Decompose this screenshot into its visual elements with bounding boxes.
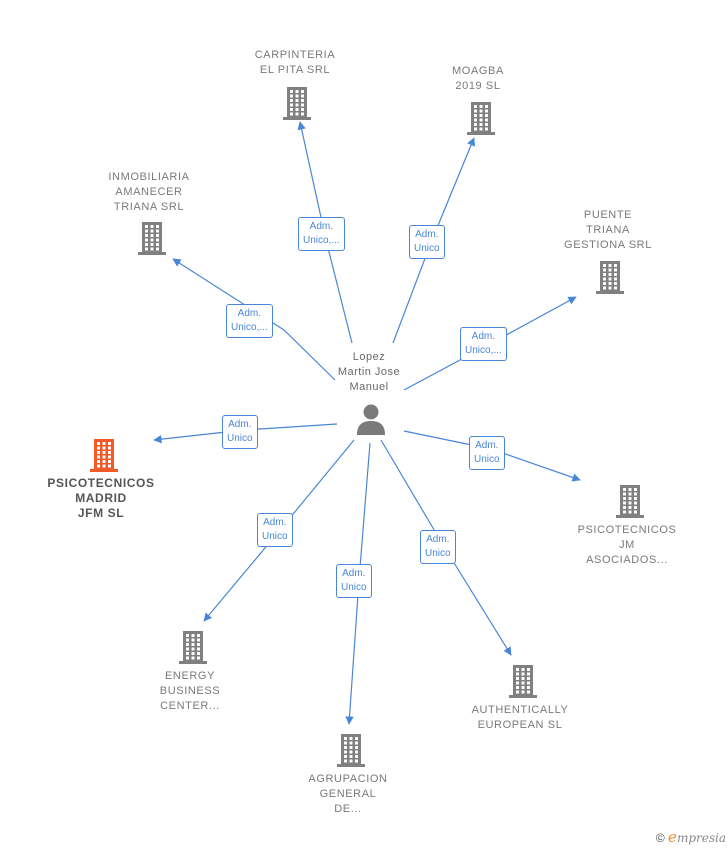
company-name-energy[interactable]: ENERGY BUSINESS CENTER...: [159, 670, 221, 712]
company-name-carpinteria[interactable]: CARPINTERIA EL PITA SRL: [254, 49, 336, 76]
role-label-psico-madrid: Adm. Unico: [222, 415, 258, 449]
person-icon[interactable]: [356, 403, 386, 435]
company-name-puente[interactable]: PUENTE TRIANA GESTIONA SRL: [564, 209, 652, 251]
empresia-logo-text: mpresia: [676, 831, 726, 845]
company-name-inmobiliaria[interactable]: INMOBILIARIA AMANECER TRIANA SRL: [108, 171, 190, 213]
building-icon[interactable]: [281, 86, 313, 120]
building-icon[interactable]: [335, 733, 367, 767]
building-icon[interactable]: [177, 630, 209, 664]
company-name-authentically[interactable]: AUTHENTICALLY EUROPEAN SL: [471, 704, 569, 731]
role-label-moagba: Adm. Unico: [409, 225, 445, 259]
edge-inmobiliaria: [172, 258, 336, 381]
role-label-psico-jm: Adm. Unico: [469, 436, 505, 470]
building-icon[interactable]: [614, 484, 646, 518]
role-label-energy: Adm. Unico: [257, 513, 293, 547]
role-label-agrupacion: Adm. Unico: [336, 564, 372, 598]
building-icon[interactable]: [507, 664, 539, 698]
empresia-brand: © empresia: [656, 828, 726, 846]
role-label-puente: Adm. Unico,...: [460, 327, 507, 361]
building-icon[interactable]: [88, 438, 120, 472]
company-name-psico-jm[interactable]: PSICOTECNICOS JM ASOCIADOS...: [577, 524, 677, 566]
company-name-agrupacion[interactable]: AGRUPACION GENERAL DE...: [308, 773, 388, 815]
company-name-moagba[interactable]: MOAGBA 2019 SL: [452, 65, 504, 92]
empresia-logo-letter: e: [668, 828, 677, 846]
person-name: Lopez Martin Jose Manuel: [337, 351, 401, 393]
building-icon[interactable]: [136, 221, 168, 255]
role-label-carpinteria: Adm. Unico,...: [298, 217, 345, 251]
building-icon[interactable]: [594, 260, 626, 294]
company-name-psico-madrid[interactable]: PSICOTECNICOS MADRID JFM SL: [47, 476, 155, 520]
building-icon[interactable]: [465, 101, 497, 135]
role-label-authentically: Adm. Unico: [420, 530, 456, 564]
copyright-symbol: ©: [655, 831, 665, 845]
role-label-inmobiliaria: Adm. Unico,...: [226, 304, 273, 338]
